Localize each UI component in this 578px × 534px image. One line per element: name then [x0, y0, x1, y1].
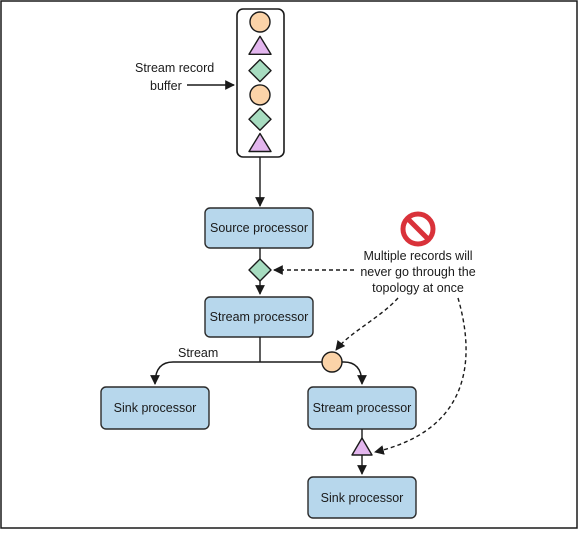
- note-line-3: topology at once: [372, 281, 464, 295]
- stream-processor-top-node: Stream processor: [204, 296, 314, 338]
- note-line-2: never go through the: [360, 265, 475, 279]
- buffer-label-line-1: Stream record: [135, 61, 214, 75]
- dashed-arrow-to-circle: [335, 297, 399, 351]
- buffer-label-line-2: buffer: [150, 79, 182, 93]
- note-line-1: Multiple records will: [363, 249, 472, 263]
- buffer-records: [248, 11, 272, 153]
- buffer-record-diamond: [248, 58, 272, 83]
- diamond-record-in-flight: [248, 258, 272, 282]
- circle-record-in-flight: [321, 351, 343, 373]
- buffer-record-triangle: [248, 35, 272, 55]
- stream-processor-top-label: Stream processor: [210, 310, 309, 324]
- sink-processor-left-node: Sink processor: [100, 386, 210, 430]
- sink-processor-bottom-node: Sink processor: [307, 476, 417, 519]
- no-entry-icon: [400, 211, 436, 247]
- edge-label-stream: Stream: [178, 346, 218, 360]
- buffer-record-diamond: [248, 107, 272, 131]
- buffer-record-circle: [249, 11, 271, 33]
- buffer-record-circle: [249, 84, 271, 106]
- stream-record-buffer: [236, 8, 285, 158]
- edge-to-stream-right: [260, 361, 367, 385]
- triangle-record-in-flight: [351, 437, 373, 456]
- stream-processor-right-node: Stream processor: [307, 386, 417, 430]
- sink-processor-bottom-label: Sink processor: [321, 491, 404, 505]
- source-processor-label: Source processor: [210, 221, 308, 235]
- stream-processor-right-label: Stream processor: [313, 401, 412, 415]
- source-processor-node: Source processor: [204, 207, 314, 249]
- buffer-record-triangle: [248, 132, 272, 153]
- dashed-arrow-to-triangle: [374, 297, 467, 455]
- sink-processor-left-label: Sink processor: [114, 401, 197, 415]
- edge-to-sink-left: [150, 361, 260, 385]
